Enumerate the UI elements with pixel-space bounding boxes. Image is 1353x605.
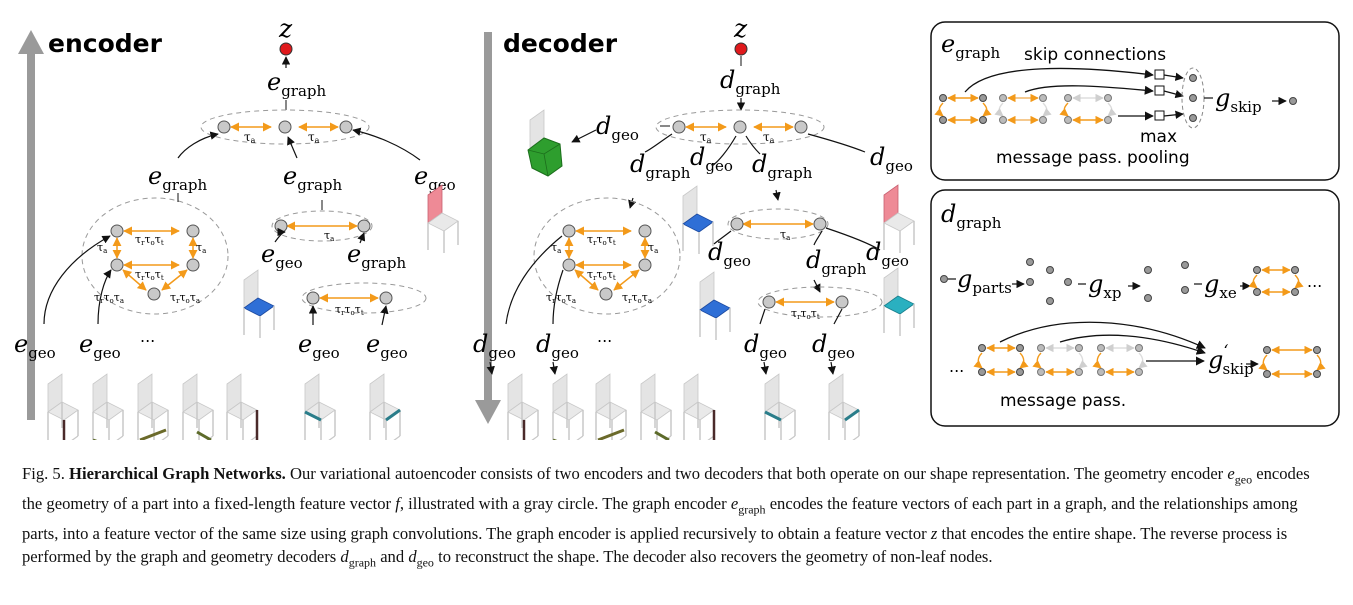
latent-z-node	[279, 42, 293, 56]
svg-text:τrτoτt: τrτoτt	[135, 268, 164, 282]
dgraph-ellipsis-bottom: ...	[949, 357, 964, 376]
caption-sentence-1: Our variational autoencoder consists of …	[289, 464, 1071, 483]
svg-text:τrτoτt: τrτoτt	[135, 233, 164, 247]
dgraph-message-pass-label: message pass.	[1000, 391, 1126, 411]
encoder-egeo-b2: egeo	[79, 330, 121, 362]
inset-dgraph-panel: dgraph gparts gxp gxe ... .	[930, 189, 1340, 427]
encoder-top-egraph: egraph	[267, 68, 327, 100]
svg-text:τa: τa	[324, 229, 334, 243]
decoder-dgeo-right: dgeo	[870, 143, 913, 175]
encoder-egeo-mid: egeo	[261, 240, 303, 272]
caption-math-f: f	[395, 493, 400, 513]
dgraph-ellipsis-top: ...	[1307, 272, 1322, 291]
dgraph-mp-graph-3	[1092, 343, 1148, 377]
decoder-top-dgraph: dgraph	[720, 66, 781, 98]
encoder-root-graph	[200, 109, 370, 145]
dgraph-mp-graph-1	[973, 343, 1029, 377]
encoder-egeo-b3: egeo	[298, 330, 340, 362]
svg-text:τrτoτa: τrτoτa	[170, 291, 200, 305]
skip-connections-label: skip connections	[1024, 45, 1166, 65]
caption-math-dgeo: dgeo	[408, 547, 434, 570]
decoder-dgraph-mid: dgraph	[752, 150, 813, 182]
inset-dgraph-title: dgraph	[941, 200, 1002, 232]
svg-text:τrτoτa: τrτoτa	[94, 291, 124, 305]
inset-egraph-panel: egraph skip connections	[930, 21, 1340, 181]
decoder-dgeo-lower-right: dgeo	[866, 238, 909, 270]
svg-text:τrτoτt: τrτoτt	[587, 268, 616, 282]
decoder-title: decoder	[503, 29, 618, 58]
gxp-label: gxp	[1088, 270, 1121, 302]
decoder-root-label: z	[733, 14, 748, 43]
encoder-egeo-b4: egeo	[366, 330, 408, 362]
caption-title: Hierarchical Graph Networks.	[69, 464, 286, 483]
inset-gskip: gskip	[1215, 84, 1262, 116]
svg-text:τa: τa	[551, 241, 561, 255]
encoder-left-subgraph	[81, 197, 229, 315]
decoder-dgeo-b4: dgeo	[812, 330, 855, 362]
decoder-ellipsis: ...	[597, 327, 612, 346]
encoder-egraph-lower: egraph	[347, 240, 407, 272]
svg-text:τa: τa	[763, 130, 775, 145]
gskip-prime-label: g‘skip	[1208, 341, 1254, 378]
hierarchical-graph-network-figure: encoder z egraph τa τa egraph egraph ege…	[14, 14, 1340, 440]
caption-math-dgraph: dgraph	[340, 547, 377, 570]
encoder-root-label: z	[278, 14, 293, 43]
dgraph-mp-graph-2	[1032, 343, 1088, 377]
encoder-right-egeo: egeo	[414, 162, 456, 194]
mp-graph-1	[934, 93, 992, 125]
caption-fig-number: Fig. 5.	[22, 464, 65, 483]
svg-text:τa: τa	[196, 241, 206, 255]
svg-text:τrτoτa: τrτoτa	[622, 291, 652, 305]
inset-egraph-title: egraph	[941, 30, 1001, 62]
figure-caption: Fig. 5. Hierarchical Graph Networks. Our…	[22, 464, 1310, 570]
message-pass-label: message pass.	[996, 148, 1122, 168]
dgraph-output-graph-1	[1248, 265, 1304, 297]
tau-a-label-1: τa	[244, 130, 256, 145]
encoder-ellipsis: ...	[140, 327, 155, 346]
svg-text:τa: τa	[648, 241, 658, 255]
svg-text:τrτoτa: τrτoτa	[546, 291, 576, 305]
decoder-dgraph-lower: dgraph	[806, 246, 867, 278]
encoder-title: encoder	[48, 29, 163, 58]
max-label: max	[1140, 127, 1177, 147]
svg-text:τa: τa	[700, 130, 712, 145]
decoder-dgeo-top: dgeo	[596, 112, 639, 144]
encoder-left-egraph: egraph	[148, 162, 208, 194]
svg-text:τrτoτt: τrτoτt	[791, 307, 820, 321]
svg-text:τa: τa	[97, 241, 107, 255]
decoder-panel: decoder z dgraph τa τa dgeo dgraph dgeo …	[473, 14, 915, 440]
dgraph-output-graph-2	[1258, 345, 1326, 379]
decoder-dgeo-b3: dgeo	[744, 330, 787, 362]
encoder-mid-egraph: egraph	[283, 162, 343, 194]
mp-graph-2	[994, 93, 1052, 125]
decoder-dgeo-lower: dgeo	[708, 238, 751, 270]
caption-math-z: z	[930, 523, 938, 543]
svg-text:τrτoτt: τrτoτt	[587, 233, 616, 247]
caption-math-egeo: egeo	[1227, 464, 1253, 487]
decoder-dgeo-b2: dgeo	[536, 330, 579, 362]
decoder-dgraph-left: dgraph	[630, 150, 691, 182]
svg-text:τa: τa	[780, 228, 790, 242]
decoder-dgeo-b1: dgeo	[473, 330, 516, 362]
svg-text:τrτoτt: τrτoτt	[335, 303, 364, 317]
mp-graph-3	[1059, 93, 1117, 125]
gparts-label: gparts	[957, 265, 1012, 297]
encoder-egeo-b1: egeo	[14, 330, 56, 362]
pooling-label: pooling	[1127, 148, 1190, 168]
gxe-label: gxe	[1204, 270, 1237, 302]
caption-math-egraph: egraph	[730, 493, 766, 517]
tau-a-label-2: τa	[308, 130, 320, 145]
decoder-dgeo-mid: dgeo	[690, 143, 733, 175]
encoder-panel: encoder z egraph τa τa egraph egraph ege…	[14, 14, 459, 440]
